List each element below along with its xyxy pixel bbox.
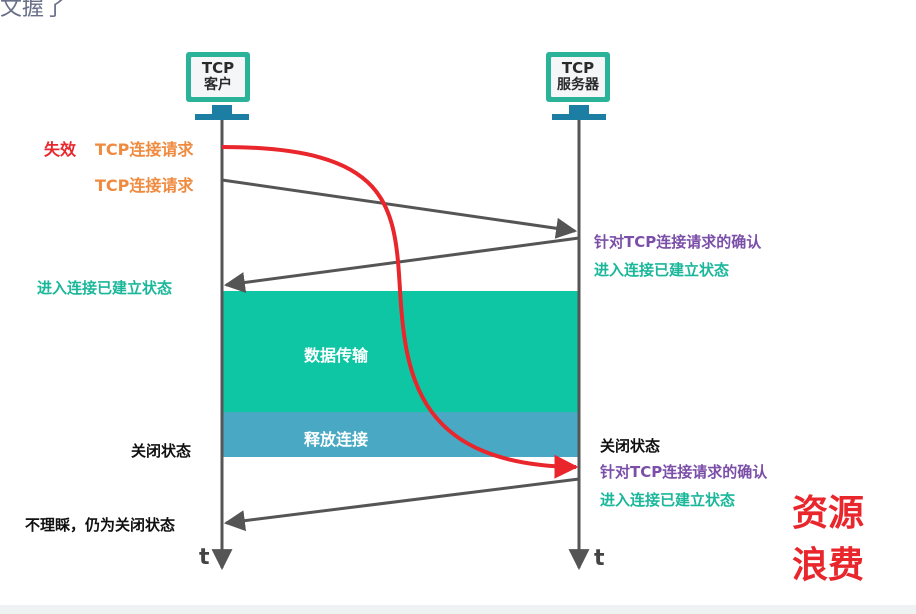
server-established-label-1: 进入连接已建立状态 [594, 261, 730, 279]
ack-arrow [223, 236, 580, 293]
release-connection-label: 释放连接 [304, 430, 369, 449]
server-established-label-2: 进入连接已建立状态 [600, 491, 736, 509]
server-monitor-icon: TCP 服务器 [546, 52, 610, 102]
server-closed-label: 关闭状态 [600, 437, 661, 455]
client-monitor-icon: TCP 客户 [186, 52, 250, 102]
server-label-line1: TCP [561, 59, 595, 77]
resource-waste-line1: 资源 [792, 493, 865, 534]
invalid-request-curve [221, 145, 579, 479]
client-established-label: 进入连接已建立状态 [37, 279, 173, 297]
client-closed-label: 关闭状态 [131, 442, 192, 460]
server-monitor-base [552, 114, 606, 120]
late-ack-arrow [223, 477, 580, 532]
client-ignore-label: 不理睬，仍为关闭状态 [25, 516, 176, 534]
client-monitor-neck [212, 105, 232, 114]
server-monitor-neck [569, 105, 589, 114]
client-label-line1: TCP [201, 59, 235, 77]
bottom-strip [0, 605, 916, 614]
request-arrow [221, 178, 578, 239]
server-label-line2: 服务器 [557, 77, 599, 93]
client-monitor-base [195, 114, 249, 120]
server-ack-label-1: 针对TCP连接请求的确认 [594, 233, 762, 251]
request-label: TCP连接请求 [95, 176, 194, 195]
invalid-request-label: TCP连接请求 [95, 140, 194, 159]
client-time-axis-label: t [199, 545, 210, 570]
client-label-line2: 客户 [204, 77, 232, 93]
resource-waste-line2: 浪费 [792, 545, 865, 586]
data-transfer-label: 数据传输 [304, 346, 369, 365]
invalid-tag: 失效 [44, 140, 77, 159]
release-connection-block [222, 412, 579, 457]
server-ack-label-2: 针对TCP连接请求的确认 [600, 463, 768, 481]
server-time-axis-label: t [594, 546, 605, 571]
partial-title: 文握了 [0, 0, 67, 21]
